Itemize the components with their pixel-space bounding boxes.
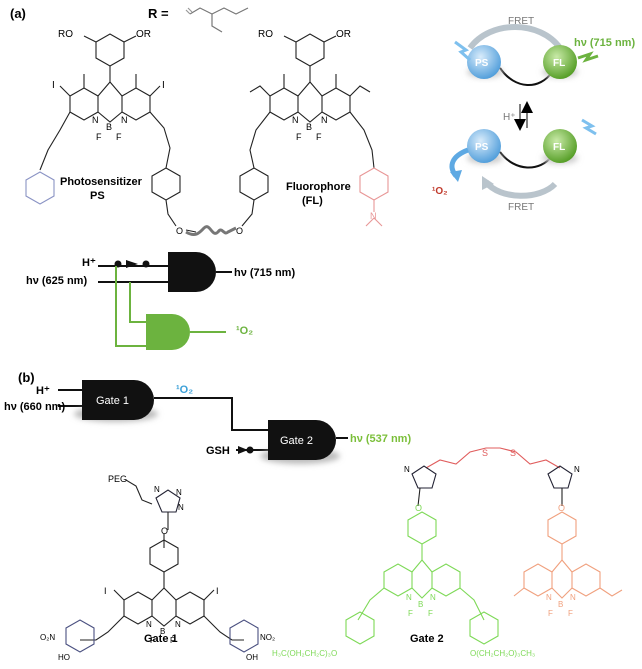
logic-circuit-b bbox=[58, 380, 348, 464]
gate-1-label: Gate 1 bbox=[96, 395, 129, 407]
panel-b-label: (b) bbox=[18, 370, 35, 385]
gate2-peg-right: O(CH₂CH₂O)₃CH₃ bbox=[470, 649, 535, 658]
fl-boron: B bbox=[306, 122, 312, 132]
ps-f-right: F bbox=[116, 132, 122, 142]
fret-top-label: FRET bbox=[508, 16, 534, 27]
ps-node-bottom: PS bbox=[475, 142, 489, 153]
fl-ro: RO bbox=[258, 29, 273, 40]
logic-a-output-oxygen: ¹O₂ bbox=[236, 325, 253, 337]
gate2-triazole-n-right: N bbox=[574, 465, 580, 474]
logic-b-output-light: hν (537 nm) bbox=[350, 433, 411, 445]
logic-a-input-proton: H⁺ bbox=[82, 257, 96, 269]
gate1-oh: OH bbox=[246, 653, 258, 662]
gate2-n-plus-orange: N bbox=[570, 593, 576, 602]
ps-caption-2: PS bbox=[90, 190, 105, 202]
fl-f-left: F bbox=[296, 132, 302, 142]
singlet-oxygen-scheme: ¹O₂ bbox=[432, 186, 448, 197]
gate1-boron: B bbox=[160, 627, 165, 636]
r-label: R = bbox=[148, 6, 169, 21]
linker-wave bbox=[185, 225, 237, 236]
gate2-n-plus: N bbox=[430, 593, 436, 602]
fl-f-right: F bbox=[316, 132, 322, 142]
gate1-f-right: F bbox=[170, 636, 175, 645]
gate1-iodo-left: I bbox=[104, 586, 107, 596]
gate2-o-left: O bbox=[415, 503, 422, 513]
ps-f-left: F bbox=[96, 132, 102, 142]
gate1-triazole-n1: N bbox=[154, 485, 160, 494]
gate1-peg: PEG bbox=[108, 474, 127, 484]
gate-1-molecule bbox=[65, 479, 259, 653]
fl-caption-1: Fluorophore bbox=[286, 181, 351, 193]
gate1-o: O bbox=[161, 526, 168, 536]
fl-molecule bbox=[239, 33, 389, 227]
gate2-o-right: O bbox=[558, 503, 565, 513]
logic-circuit-a bbox=[98, 252, 232, 350]
ps-or: OR bbox=[136, 29, 151, 40]
gate1-n-plus: N bbox=[175, 620, 181, 629]
proton-label: H⁺ bbox=[503, 112, 516, 123]
gate1-n-left: N bbox=[146, 620, 152, 629]
ps-molecule bbox=[25, 33, 197, 233]
gate2-f-left-orange: F bbox=[548, 609, 553, 618]
gate2-f-left: F bbox=[408, 609, 413, 618]
gate1-iodo-right: I bbox=[216, 586, 219, 596]
gate-2-label: Gate 2 bbox=[280, 435, 313, 447]
fl-n-plus: N bbox=[321, 115, 328, 125]
gate-2-molecule bbox=[345, 447, 623, 645]
fl-node-top: FL bbox=[553, 58, 565, 69]
emission-715-label: hν (715 nm) bbox=[574, 37, 635, 49]
logic-b-oxygen: ¹O₂ bbox=[176, 384, 193, 396]
fl-n-left: N bbox=[292, 115, 299, 125]
ps-n-plus: N bbox=[121, 115, 128, 125]
logic-b-input-proton: H⁺ bbox=[36, 385, 50, 397]
fret-scheme bbox=[449, 24, 599, 199]
ps-boron: B bbox=[106, 122, 112, 132]
logic-b-input-gsh: GSH bbox=[206, 445, 230, 457]
logic-a-output-light: hν (715 nm) bbox=[234, 267, 295, 279]
gate1-caption: Gate 1 bbox=[144, 633, 178, 645]
gate1-nitro-right: NO₂ bbox=[260, 633, 275, 642]
fl-amine-n: N bbox=[370, 211, 377, 221]
gate1-triazole-n2: N bbox=[176, 488, 182, 497]
gate2-f-right-orange: F bbox=[568, 609, 573, 618]
ps-ro: RO bbox=[58, 29, 73, 40]
gate1-nitro-left: O₂N bbox=[40, 633, 55, 642]
gate1-triazole-n3: N bbox=[178, 503, 184, 512]
ps-n-left: N bbox=[92, 115, 99, 125]
gate2-boron-orange: B bbox=[558, 600, 563, 609]
gate2-caption: Gate 2 bbox=[410, 633, 444, 645]
gate1-f-left: F bbox=[150, 636, 155, 645]
logic-a-input-light: hν (625 nm) bbox=[26, 275, 87, 287]
fl-caption-2: (FL) bbox=[302, 195, 323, 207]
gate2-n-left-orange: N bbox=[546, 593, 552, 602]
gate2-s-left: S bbox=[482, 448, 488, 458]
ps-caption-1: Photosensitizer bbox=[60, 176, 143, 188]
gate2-n-left: N bbox=[406, 593, 412, 602]
fl-linker-o: O bbox=[236, 226, 243, 236]
gate2-peg-left: H₃C(OH₂CH₂C)₃O bbox=[272, 649, 337, 658]
fl-node-bottom: FL bbox=[553, 142, 565, 153]
r-group-structure bbox=[185, 7, 249, 33]
gate2-boron: B bbox=[418, 600, 423, 609]
ps-iodo-left: I bbox=[52, 80, 55, 91]
ps-iodo-right: I bbox=[162, 80, 165, 91]
gate2-f-right: F bbox=[428, 609, 433, 618]
gate2-s-right: S bbox=[510, 448, 516, 458]
fl-or: OR bbox=[336, 29, 351, 40]
panel-a-label: (a) bbox=[10, 6, 26, 21]
ps-node-top: PS bbox=[475, 58, 489, 69]
logic-b-input-light: hν (660 nm) bbox=[4, 401, 65, 413]
gate2-triazole-n-left: N bbox=[404, 465, 410, 474]
ps-linker-o: O bbox=[176, 226, 183, 236]
gate1-ho: HO bbox=[58, 653, 70, 662]
fret-bottom-label: FRET bbox=[508, 202, 534, 213]
